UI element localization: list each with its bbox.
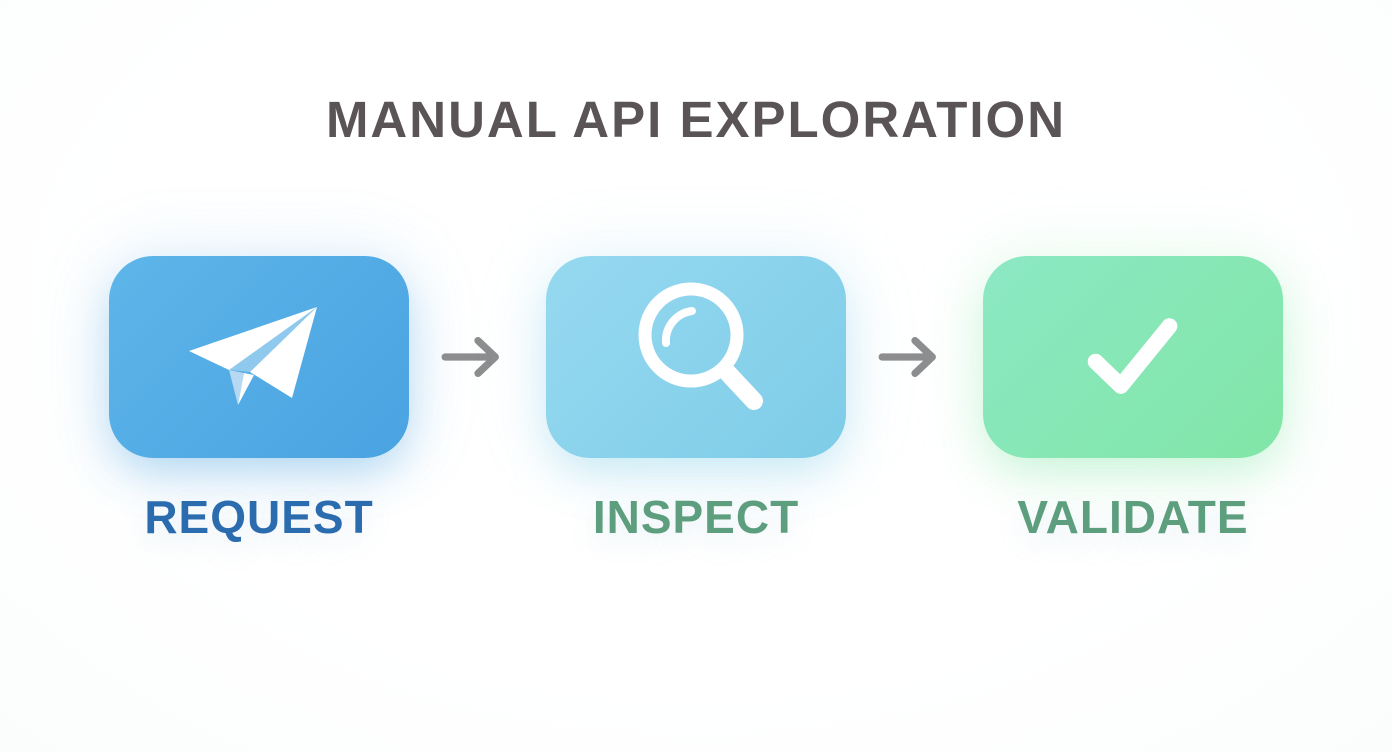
inspect-box — [546, 256, 846, 459]
inspect-label: INSPECT — [592, 491, 800, 544]
validate-box — [983, 256, 1283, 459]
step-request: REQUEST — [109, 256, 409, 540]
step-validate: VALIDATE — [983, 256, 1283, 540]
flow-arrow-2 — [846, 256, 983, 458]
right-arrow-icon — [878, 337, 936, 378]
flow-arrow-1 — [409, 256, 546, 458]
paper-plane-icon — [189, 307, 317, 406]
magnifier-icon — [638, 282, 763, 411]
validate-label: VALIDATE — [1017, 491, 1249, 544]
right-arrow-icon — [441, 337, 499, 378]
step-inspect: INSPECT — [546, 256, 846, 540]
check-icon — [1087, 318, 1178, 394]
process-flow: REQUEST INSPECT — [0, 256, 1392, 540]
request-label: REQUEST — [144, 491, 374, 544]
request-box — [109, 256, 409, 459]
page-title: MANUAL API EXPLORATION — [325, 91, 1067, 148]
